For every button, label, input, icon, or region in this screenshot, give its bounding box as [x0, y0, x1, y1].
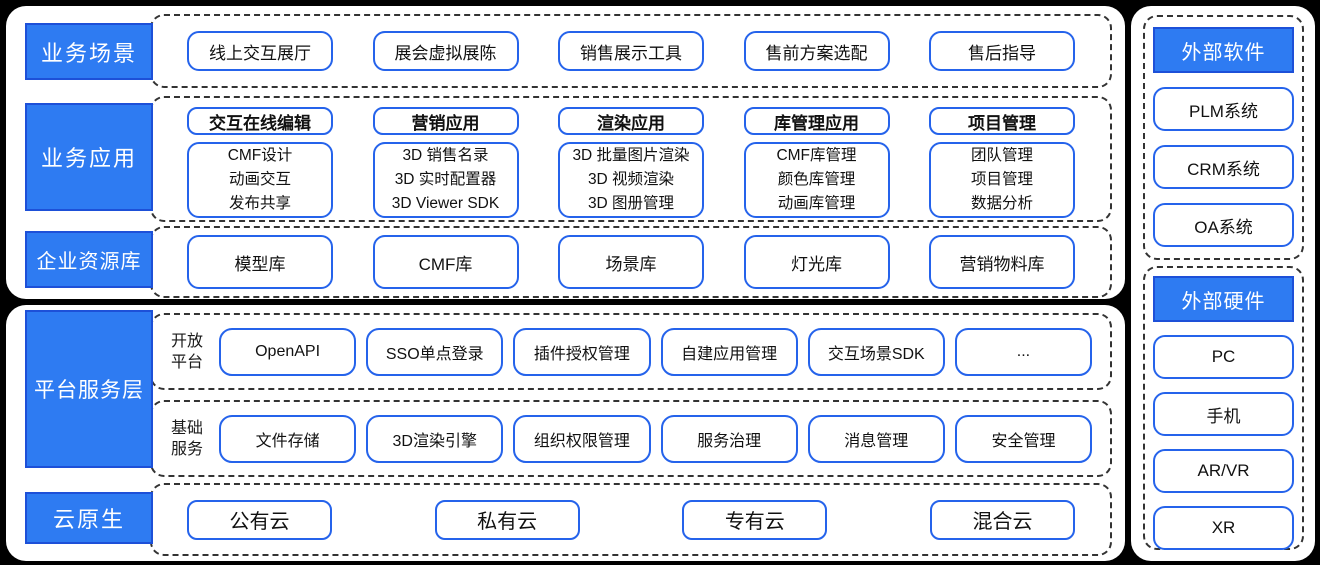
app-column: 项目管理 团队管理 项目管理 数据分析 — [929, 107, 1075, 218]
app-column: 渲染应用 3D 批量图片渲染 3D 视频渲染 3D 图册管理 — [558, 107, 704, 218]
app-item: CMF库管理 — [776, 147, 857, 164]
open-platform-label: 开放 平台 — [165, 331, 209, 373]
cloud-box: 公有云 — [187, 499, 332, 540]
layer-label-business-scenes: 业务场景 — [25, 23, 153, 80]
cloud-box: 专有云 — [682, 499, 828, 540]
external-software-header: 外部软件 — [1153, 27, 1294, 73]
app-item: 动画交互 — [228, 171, 291, 188]
service-box: OpenAPI — [219, 327, 357, 376]
app-item: 发布共享 — [228, 195, 291, 212]
scene-box: 售前方案选配 — [743, 31, 890, 71]
app-column-details: 3D 销售名录 3D 实时配置器 3D Viewer SDK — [372, 142, 519, 218]
app-item: 项目管理 — [970, 171, 1033, 188]
app-column-details: CMF设计 动画交互 发布共享 — [187, 142, 333, 218]
app-column-title: 交互在线编辑 — [187, 107, 333, 135]
external-software-box: CRM系统 — [1153, 145, 1294, 189]
service-box: 交互场景SDK — [807, 327, 945, 376]
service-box: 自建应用管理 — [660, 327, 798, 376]
service-box: 安全管理 — [954, 414, 1093, 463]
open-platform-label-line: 开放 — [170, 332, 203, 350]
resource-box: 模型库 — [187, 235, 333, 289]
app-column-details: CMF库管理 颜色库管理 动画库管理 — [743, 142, 890, 218]
resource-box: 灯光库 — [743, 235, 890, 289]
external-software-box: OA系统 — [1153, 203, 1294, 247]
resource-box: 营销物料库 — [929, 235, 1075, 289]
scene-box: 销售展示工具 — [558, 31, 704, 71]
base-services-label: 基础 服务 — [165, 418, 209, 460]
service-box: 服务治理 — [660, 414, 798, 463]
external-software-box: PLM系统 — [1153, 87, 1294, 131]
service-box-ellipsis: ... — [954, 327, 1093, 376]
group-external-software: 外部软件 PLM系统 CRM系统 OA系统 — [1143, 15, 1304, 260]
app-item: CMF设计 — [227, 147, 293, 164]
layer-label-enterprise-resources: 企业资源库 — [25, 231, 153, 288]
external-hardware-header: 外部硬件 — [1153, 276, 1294, 322]
app-item: 3D Viewer SDK — [391, 195, 500, 212]
app-column-details: 团队管理 项目管理 数据分析 — [929, 142, 1075, 218]
app-item: 数据分析 — [970, 195, 1033, 212]
scene-box: 线上交互展厅 — [187, 31, 333, 71]
app-column-title: 渲染应用 — [558, 107, 704, 135]
group-enterprise-resources: 模型库 CMF库 场景库 灯光库 营销物料库 — [150, 226, 1112, 298]
group-external-hardware: 外部硬件 PC 手机 AR/VR XR — [1143, 266, 1304, 550]
app-column: 营销应用 3D 销售名录 3D 实时配置器 3D Viewer SDK — [372, 107, 519, 218]
open-platform-label-line: 平台 — [170, 353, 203, 371]
external-hardware-box: 手机 — [1153, 392, 1294, 436]
service-box: SSO单点登录 — [366, 327, 504, 376]
base-services-label-line: 服务 — [170, 440, 203, 458]
resource-box: CMF库 — [372, 235, 519, 289]
app-item: 3D 销售名录 — [402, 147, 489, 164]
service-box: 插件授权管理 — [513, 327, 651, 376]
service-box: 3D渲染引擎 — [366, 414, 504, 463]
app-item: 团队管理 — [970, 147, 1033, 164]
external-hardware-box: XR — [1153, 506, 1294, 550]
service-box: 文件存储 — [219, 414, 357, 463]
scene-box: 展会虚拟展陈 — [372, 31, 519, 71]
base-services-label-line: 基础 — [170, 419, 203, 437]
service-box: 组织权限管理 — [513, 414, 651, 463]
group-open-platform: 开放 平台 OpenAPI SSO单点登录 插件授权管理 自建应用管理 交互场景… — [150, 313, 1112, 390]
layer-label-platform-services: 平台服务层 — [25, 310, 153, 468]
layer-label-cloud-native: 云原生 — [25, 492, 153, 544]
resource-box: 场景库 — [558, 235, 704, 289]
layer-label-business-apps: 业务应用 — [25, 103, 153, 211]
cloud-box: 混合云 — [929, 499, 1075, 540]
external-hardware-box: AR/VR — [1153, 449, 1294, 493]
app-column-title: 营销应用 — [372, 107, 519, 135]
scene-box: 售后指导 — [929, 31, 1075, 71]
service-box: 消息管理 — [807, 414, 945, 463]
cloud-box: 私有云 — [434, 499, 580, 540]
app-item: 3D 视频渲染 — [587, 171, 675, 188]
app-item: 动画库管理 — [777, 195, 856, 212]
app-column: 交互在线编辑 CMF设计 动画交互 发布共享 — [187, 107, 333, 218]
app-column-details: 3D 批量图片渲染 3D 视频渲染 3D 图册管理 — [558, 142, 704, 218]
app-item: 颜色库管理 — [777, 171, 856, 188]
group-business-apps: 交互在线编辑 CMF设计 动画交互 发布共享 营销应用 3D 销售名录 3D 实… — [150, 96, 1112, 222]
app-item: 3D 批量图片渲染 — [572, 147, 690, 164]
group-base-services: 基础 服务 文件存储 3D渲染引擎 组织权限管理 服务治理 消息管理 安全管理 — [150, 400, 1112, 477]
group-business-scenes: 线上交互展厅 展会虚拟展陈 销售展示工具 售前方案选配 售后指导 — [150, 14, 1112, 88]
app-item: 3D 实时配置器 — [394, 171, 497, 188]
app-column-title: 项目管理 — [929, 107, 1075, 135]
app-item: 3D 图册管理 — [587, 195, 675, 212]
app-column: 库管理应用 CMF库管理 颜色库管理 动画库管理 — [743, 107, 890, 218]
group-cloud-native: 公有云 私有云 专有云 混合云 — [150, 483, 1112, 556]
app-column-title: 库管理应用 — [743, 107, 890, 135]
external-hardware-box: PC — [1153, 335, 1294, 379]
